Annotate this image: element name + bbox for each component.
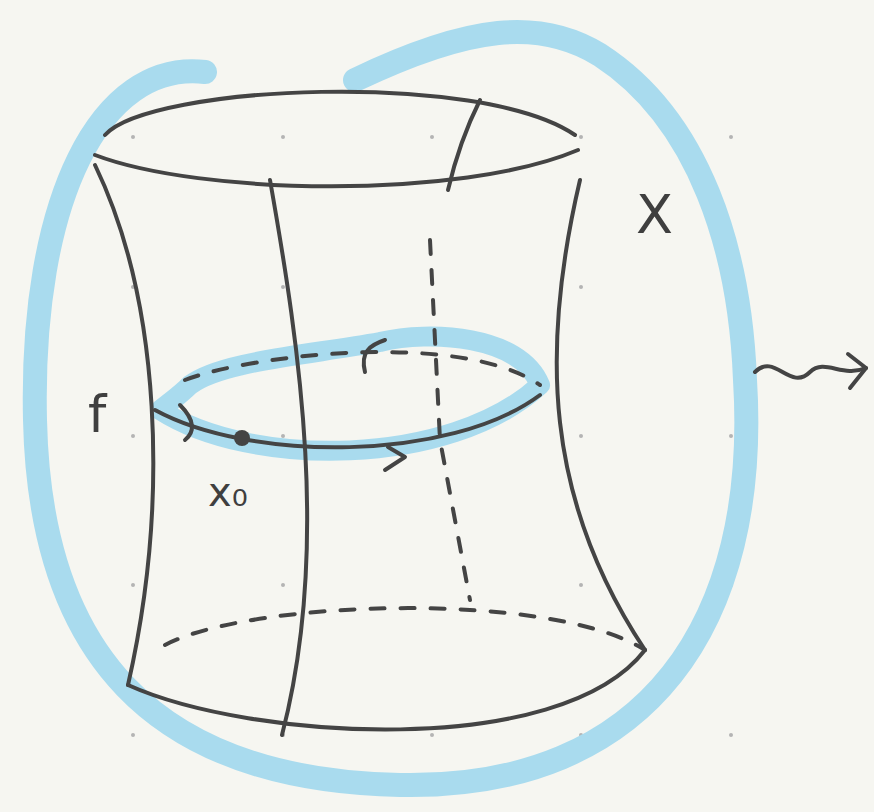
loop-label: f [88,388,106,440]
space-label: X [636,188,673,242]
basepoint-label: x₀ [208,472,248,512]
